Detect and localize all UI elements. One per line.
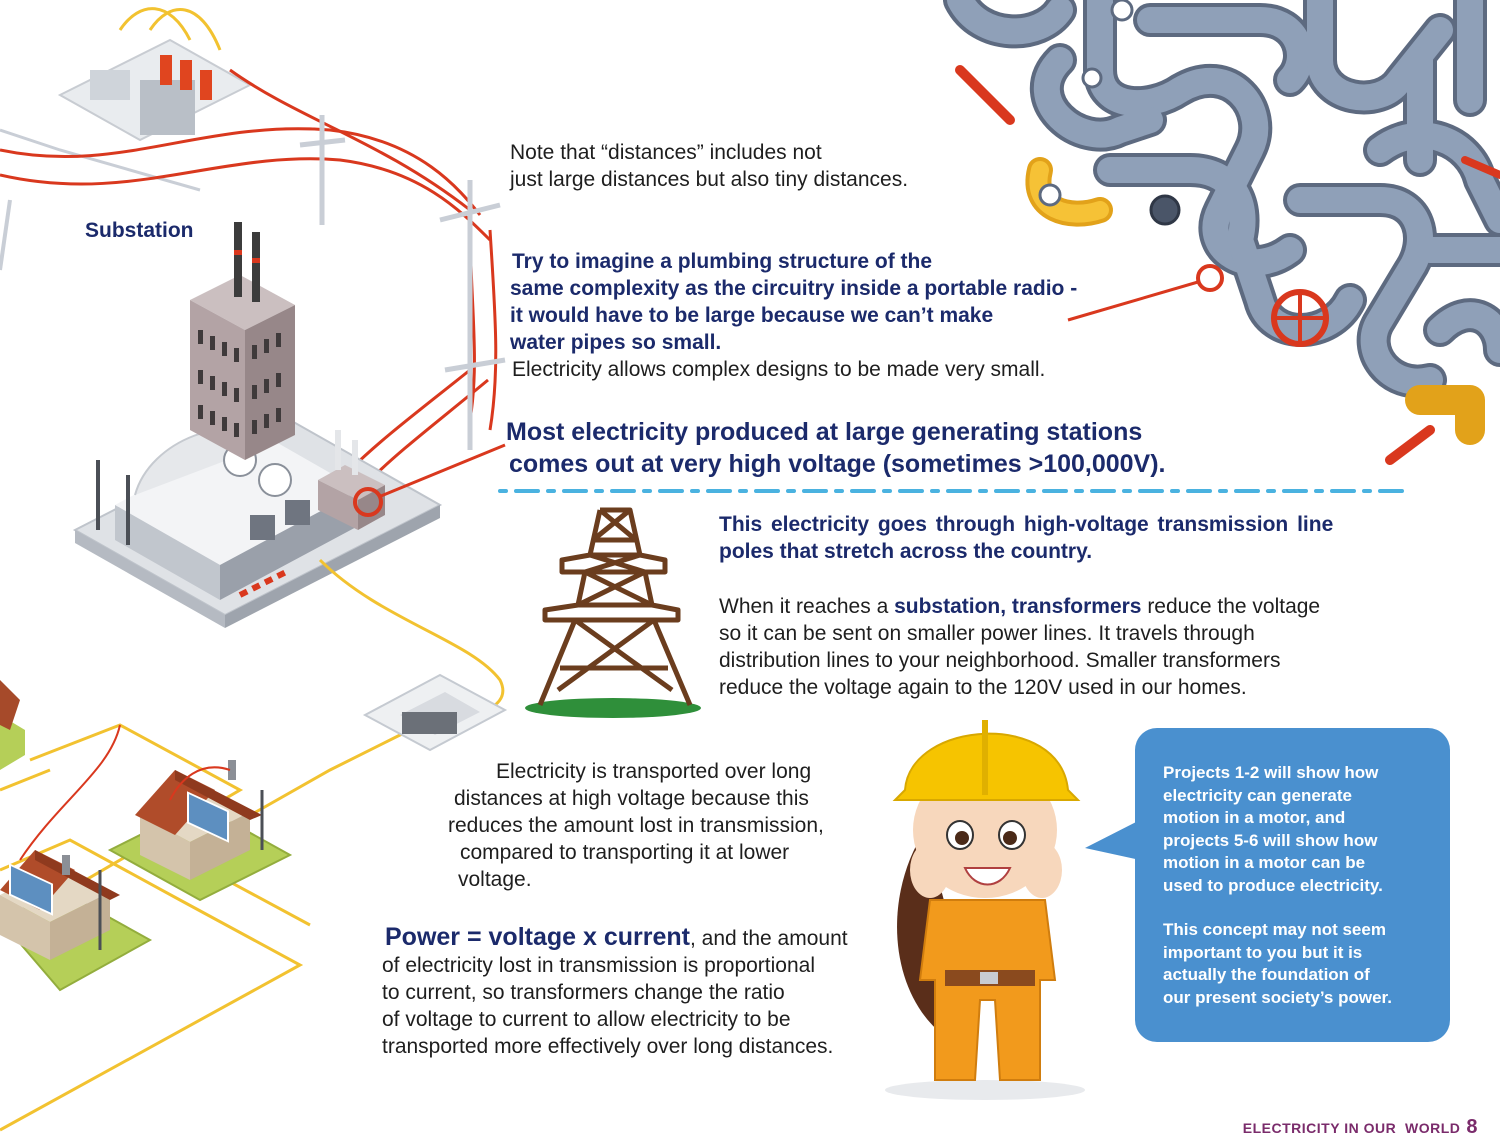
plumbing-bold-line: water pipes so small. [510,331,722,354]
speech-bubble: Projects 1-2 will show how electricity c… [1135,728,1450,1042]
distances-note: Note that “distances” includes not just … [510,139,908,193]
power-line: transported more effectively over long d… [382,1035,834,1058]
note-line: Note that “distances” includes not [510,141,822,164]
power-line: to current, so transformers change the r… [382,981,785,1004]
plumbing-bold-line: Try to imagine a plumbing structure of t… [512,250,933,273]
transmission-bold: This electricity goes through high-volta… [719,511,1333,565]
bubble-line: our present society’s power. [1163,987,1392,1007]
power-plant-icon [72,222,443,628]
para-prefix: When it reaches a [719,595,895,618]
plumbing-paragraph: Try to imagine a plumbing structure of t… [510,248,1077,383]
transmission-bold-line: poles that stretch across the country. [719,540,1093,563]
worker-icon [885,720,1085,1100]
hv-line: Electricity is transported over long [496,760,812,783]
transmission-tower-icon [525,507,701,718]
headline-line: Most electricity produced at large gener… [506,418,1143,446]
transmission-para-line: distribution lines to your neighborhood.… [719,649,1281,672]
bubble-line: actually the foundation of [1163,965,1370,984]
bubble-tail [1085,820,1140,860]
headline: Most electricity produced at large gener… [506,416,1166,480]
bubble-line: This concept may not seem [1163,920,1386,939]
bubble-text: Projects 1-2 will show how electricity c… [1163,762,1443,1009]
pipes-icon [943,0,1500,465]
note-line: just large distances but also tiny dista… [510,168,909,191]
callout-marker [353,487,383,517]
hv-line: distances at high voltage because this [454,787,809,810]
page-number: 8 [1466,1116,1478,1138]
footer-title: ELECTRICITY IN OUR WORLD [1242,1120,1461,1136]
bubble-line: used to produce electricity. [1163,875,1383,895]
high-voltage-paragraph: Electricity is transported over long dis… [448,758,868,893]
power-line: Power = voltage x current, and the amoun… [382,924,848,952]
substation-label: Substation [85,219,194,242]
transmission-para-line: so it can be sent on smaller power lines… [719,622,1255,645]
callout-line-pipes [1067,280,1199,322]
bubble-line: Projects 1-2 will show how [1163,763,1379,782]
power-suffix: , and the amount [689,927,848,950]
headline-line: comes out at very high voltage (sometime… [509,450,1166,478]
substation-icon [0,7,253,271]
bubble-line: motion in a motor can be [1163,853,1366,872]
plumbing-bold-line: same complexity as the circuitry inside … [510,277,1078,300]
transmission-paragraph: When it reaches a substation, transforme… [719,593,1320,701]
power-line: of electricity lost in transmission is p… [382,954,816,977]
transformer-icon [362,673,508,752]
para-bold: substation, transformers [894,595,1142,618]
power-paragraph: Power = voltage x current, and the amoun… [382,924,848,1060]
callout-line [380,443,506,498]
hv-line: reduces the amount lost in transmission, [448,814,824,837]
page-footer: ELECTRICITY IN OUR WORLD 8 [1243,1116,1478,1139]
transmission-bold-line: This electricity goes through high-volta… [719,513,1334,536]
para-suffix: reduce the voltage [1141,595,1321,618]
bubble-line: important to you but it is [1163,942,1363,962]
transmission-para-line: When it reaches a substation, transforme… [719,593,1320,620]
power-line: of voltage to current to allow electrici… [382,1008,791,1031]
bubble-line: projects 5-6 will show how [1163,830,1378,850]
callout-marker-pipes [1196,264,1224,292]
power-formula: Power = voltage x current [385,923,690,951]
poles [299,115,506,450]
bubble-line: electricity can generate [1163,785,1352,805]
bubble-line: motion in a motor, and [1163,808,1346,827]
hv-line: compared to transporting it at lower [460,841,790,864]
house-icon [0,680,293,992]
transmission-para-line: reduce the voltage again to the 120V use… [719,676,1247,699]
plumbing-normal-line: Electricity allows complex designs to be… [512,358,1046,381]
hv-line: voltage. [458,868,532,891]
plumbing-bold-line: it would have to be large because we can… [510,304,994,327]
